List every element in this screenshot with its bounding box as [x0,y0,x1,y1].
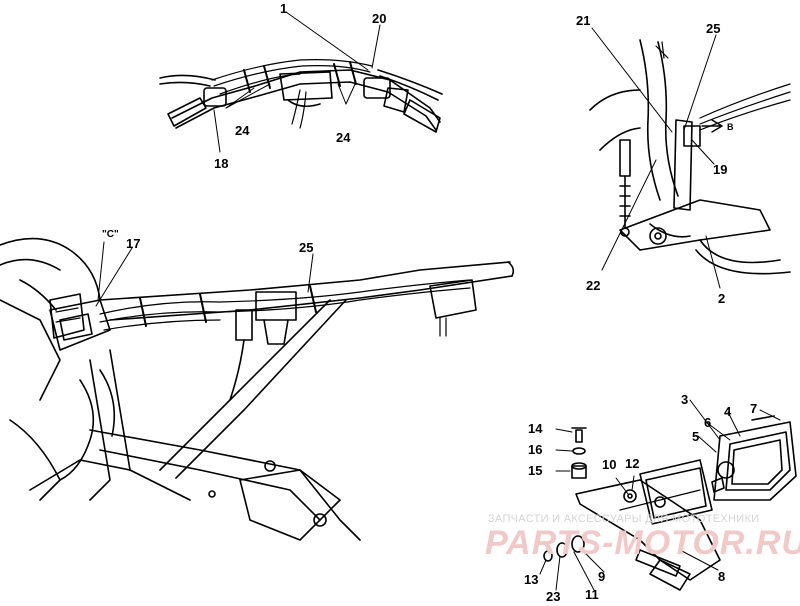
callout-6: 6 [704,415,712,430]
callout-20: 20 [372,11,387,26]
callout-13: 13 [524,572,539,587]
callout-1: 1 [280,1,288,16]
frame-harness-illustration [0,237,515,541]
callout-5: 5 [692,429,700,444]
tail-light-exploded-view [539,399,797,591]
callout-8: 8 [718,569,726,584]
callout-2: 2 [718,291,726,306]
callout-10: 10 [602,457,617,472]
callout-21: 21 [576,13,591,28]
callout-22: 22 [586,278,601,293]
callout-12: 12 [625,456,640,471]
callout-18: 18 [214,156,229,171]
watermark-logo: PARTS-MOTOR.RU [485,524,800,562]
callout-25-frame: 25 [299,240,314,255]
callout-4: 4 [724,404,732,419]
callout-view-b: B [727,122,734,132]
callout-14: 14 [528,421,543,436]
callout-15: 15 [528,463,543,478]
detail-view-top-right [589,27,791,289]
callout-24-right: 24 [336,130,351,145]
callout-7: 7 [750,401,758,416]
callout-24-left: 24 [235,123,250,138]
callout-11: 11 [585,587,599,602]
callout-16: 16 [528,442,543,457]
callout-23: 23 [546,589,561,604]
handlebar-illustration [159,11,443,153]
callout-3: 3 [681,392,689,407]
callout-9: 9 [598,569,606,584]
callout-19: 19 [713,162,728,177]
watermark-tagline: ЗАПЧАСТИ И АКСЕССУАРЫ ДЛЯ МОТОТЕХНИКИ [488,513,760,525]
callout-view-c: "C" [102,229,119,240]
callout-17: 17 [126,236,141,251]
callout-25-detail: 25 [706,21,721,36]
